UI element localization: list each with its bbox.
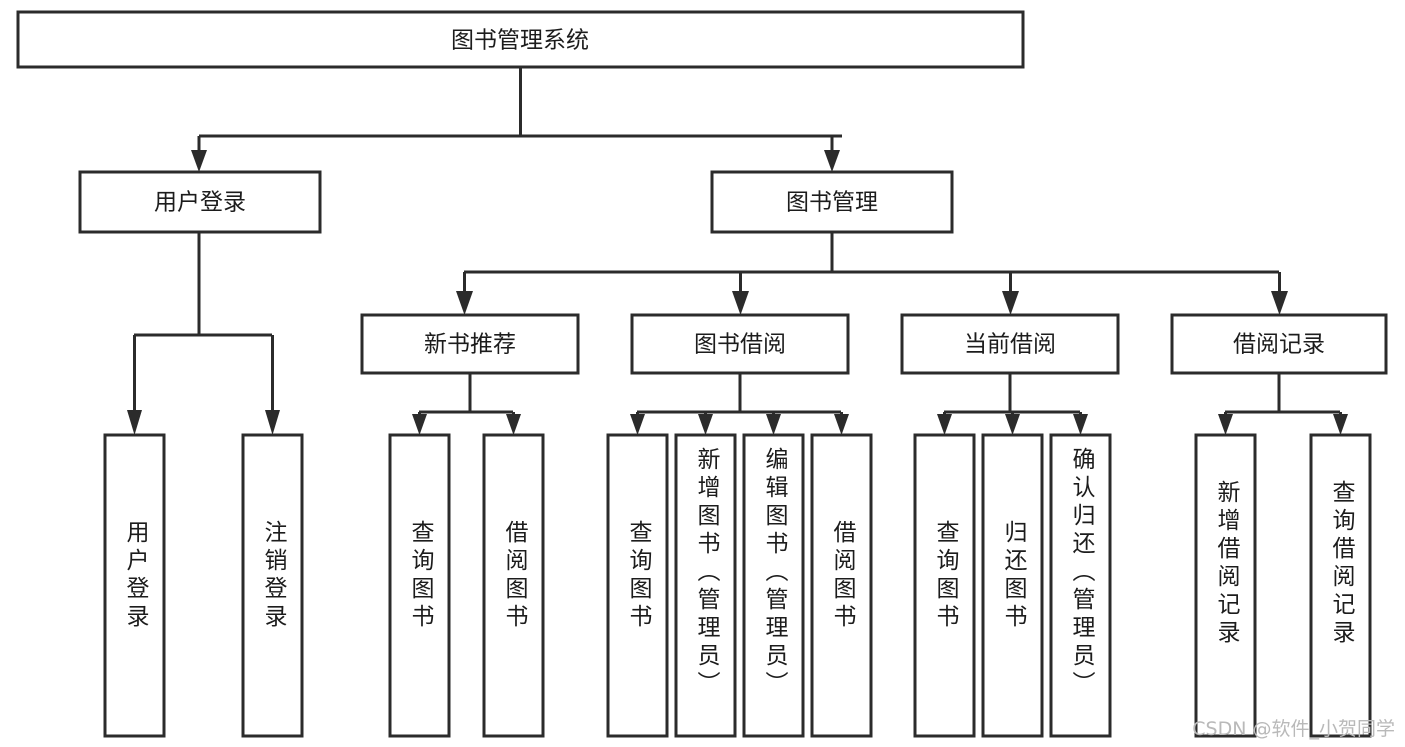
- node-root-label: 图书管理系统: [451, 28, 589, 54]
- node-book-management-rect[interactable]: [710, 170, 954, 234]
- node-book-management-label: 图书管理: [786, 190, 878, 216]
- node-user-login-label: 用户登录: [154, 190, 246, 216]
- arrowhead-leaf-user-login: [127, 410, 142, 435]
- arrowhead-user-login: [191, 150, 207, 172]
- node-leaf-query-book-2-rect[interactable]: [606, 433, 669, 738]
- arrowhead-leaf-query-borrow-record: [1333, 414, 1348, 435]
- node-current-borrow-label: 当前借阅: [964, 332, 1056, 358]
- node-leaf-confirm-return-rect[interactable]: [1049, 433, 1112, 738]
- node-borrow-record[interactable]: 借阅记录: [1170, 313, 1388, 375]
- node-leaf-query-borrow-record-rect[interactable]: [1309, 433, 1372, 738]
- arrowhead-new-book-recommend: [456, 291, 473, 315]
- arrowhead-leaf-add-book: [698, 414, 713, 435]
- node-leaf-add-borrow-record-rect[interactable]: [1194, 433, 1257, 738]
- arrowhead-leaf-edit-book: [766, 414, 781, 435]
- node-leaf-borrow-book-2-rect[interactable]: [810, 433, 873, 738]
- arrowhead-leaf-query-book-1: [412, 414, 427, 435]
- arrowhead-book-management: [824, 150, 840, 172]
- node-book-borrow-rect[interactable]: [630, 313, 850, 375]
- connector-layer: [127, 67, 1348, 435]
- node-leaf-borrow-book-1-rect[interactable]: [482, 433, 545, 738]
- node-leaf-query-book-1-rect[interactable]: [388, 433, 451, 738]
- node-current-borrow[interactable]: 当前借阅: [900, 313, 1120, 375]
- node-new-book-recommend-rect[interactable]: [360, 313, 580, 375]
- node-root-rect[interactable]: [16, 10, 1025, 69]
- node-current-borrow-rect[interactable]: [900, 313, 1120, 375]
- node-leaf-user-login-rect[interactable]: [103, 433, 166, 738]
- node-leaf-return-book-rect[interactable]: [981, 433, 1044, 738]
- node-new-book-recommend[interactable]: 新书推荐: [360, 313, 580, 375]
- node-layer: 图书管理系统 用户登录 图书管理 新书推荐 图书借阅 当前: [16, 10, 1388, 738]
- arrowhead-leaf-user-logout: [265, 410, 280, 435]
- node-leaf-user-logout-rect[interactable]: [241, 433, 304, 738]
- node-book-borrow[interactable]: 图书借阅: [630, 313, 850, 375]
- node-leaf-query-book-3-rect[interactable]: [913, 433, 976, 738]
- arrowhead-leaf-confirm-return: [1073, 414, 1088, 435]
- node-new-book-recommend-label: 新书推荐: [424, 332, 516, 358]
- arrowhead-borrow-record: [1271, 291, 1288, 315]
- node-book-management[interactable]: 图书管理: [710, 170, 954, 234]
- node-user-login[interactable]: 用户登录: [78, 170, 322, 234]
- node-leaf-add-book-rect[interactable]: [674, 433, 737, 738]
- arrowhead-leaf-query-book-2: [630, 414, 645, 435]
- arrowhead-book-borrow: [732, 291, 749, 315]
- arrowhead-leaf-add-borrow-record: [1218, 414, 1233, 435]
- arrowhead-leaf-query-book-3: [937, 414, 952, 435]
- arrowhead-leaf-borrow-book-2: [834, 414, 849, 435]
- arrowhead-leaf-borrow-book-1: [506, 414, 521, 435]
- node-root[interactable]: 图书管理系统: [16, 10, 1025, 69]
- node-leaf-edit-book-rect[interactable]: [742, 433, 805, 738]
- arrowhead-current-borrow: [1002, 291, 1019, 315]
- node-user-login-rect[interactable]: [78, 170, 322, 234]
- node-book-borrow-label: 图书借阅: [694, 332, 786, 358]
- node-borrow-record-rect[interactable]: [1170, 313, 1388, 375]
- arrowhead-leaf-return-book: [1005, 414, 1020, 435]
- node-borrow-record-label: 借阅记录: [1233, 332, 1325, 358]
